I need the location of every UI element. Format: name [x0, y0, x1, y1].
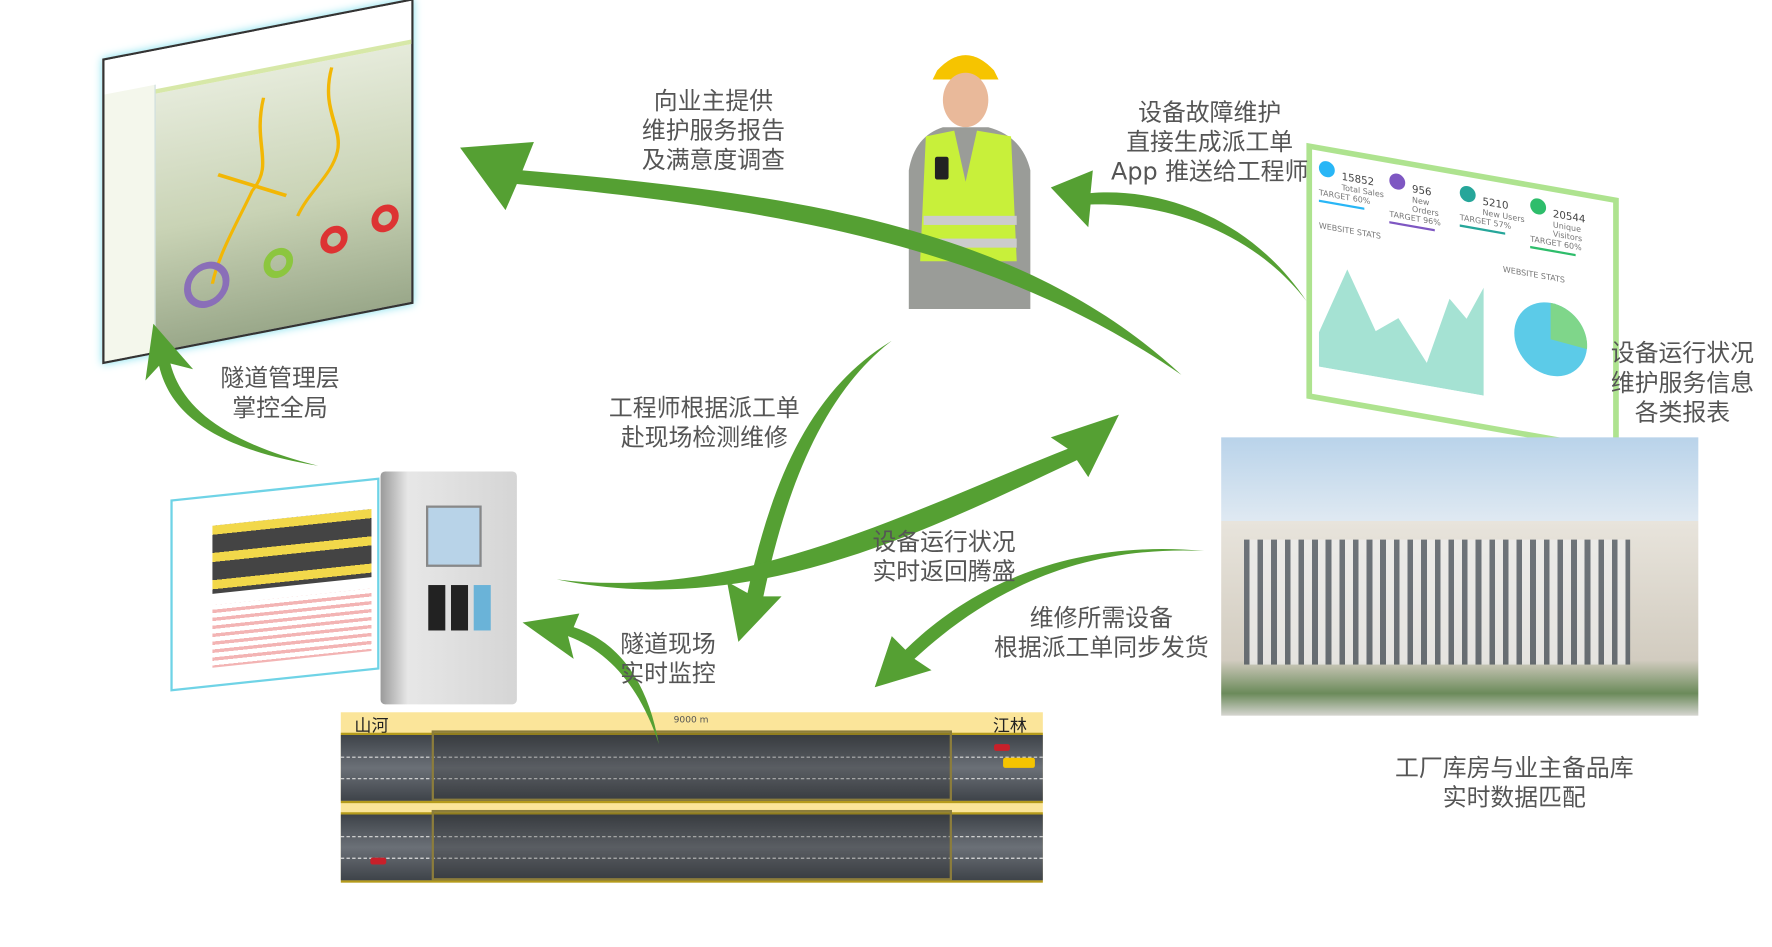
label-monitor: 隧道现场实时监控 [620, 630, 716, 688]
tunnel-lower [431, 809, 952, 881]
cabinet-module [473, 585, 491, 631]
factory-building-photo [1221, 437, 1699, 716]
road-left-name: 山河 [354, 715, 389, 737]
tunnel-length: 9000 m [673, 714, 709, 725]
engineer-photo [903, 45, 1040, 309]
fire-control-cabinet [380, 471, 517, 705]
building-windows [1243, 539, 1631, 665]
lane-lower [340, 812, 1043, 883]
truck-yellow [1003, 757, 1035, 768]
label-engineer: 工程师根据派工单赴现场检测维修 [608, 394, 800, 451]
lane-upper [340, 732, 1043, 804]
tunnel-upper [431, 730, 952, 801]
dashboard-screen: 15852 Total Sales TARGET 60% 956 New Ord… [1306, 142, 1619, 454]
arrow-to-engineer [1050, 170, 1307, 302]
pie-chart [1514, 302, 1588, 377]
area-chart [1318, 269, 1484, 396]
label-status-reports: 设备运行状况维护服务信息各类报表 [1610, 339, 1754, 426]
car-red [994, 744, 1010, 751]
road-right-name: 江林 [992, 715, 1027, 737]
label-management: 隧道管理层掌控全局 [220, 364, 340, 422]
arrow-engineer-to-site [727, 340, 892, 642]
arrow-monitor [522, 613, 659, 745]
label-warehouse: 工厂库房与业主备品库实时数据匹配 [1395, 754, 1634, 812]
arrow-site-to-office [556, 414, 1119, 590]
cabinet-module [428, 585, 446, 631]
label-return: 设备运行状况实时返回腾盛 [872, 528, 1016, 586]
label-report: 向业主提供维护服务报告及满意度调查 [641, 87, 785, 174]
cabinet-display [426, 505, 482, 567]
tunnel-map-screen [102, 0, 414, 365]
route-map [210, 67, 341, 284]
cabinet-module [450, 585, 469, 631]
tunnel-road-diagram: 山河 江林 9000 m [340, 712, 1043, 883]
arrow-shipping [874, 549, 1205, 688]
arrow-to-management [460, 142, 1182, 375]
car-red [370, 857, 387, 865]
label-shipping: 维修所需设备根据派工单同步发货 [994, 604, 1209, 662]
arrow-to-top-screen [145, 323, 319, 466]
